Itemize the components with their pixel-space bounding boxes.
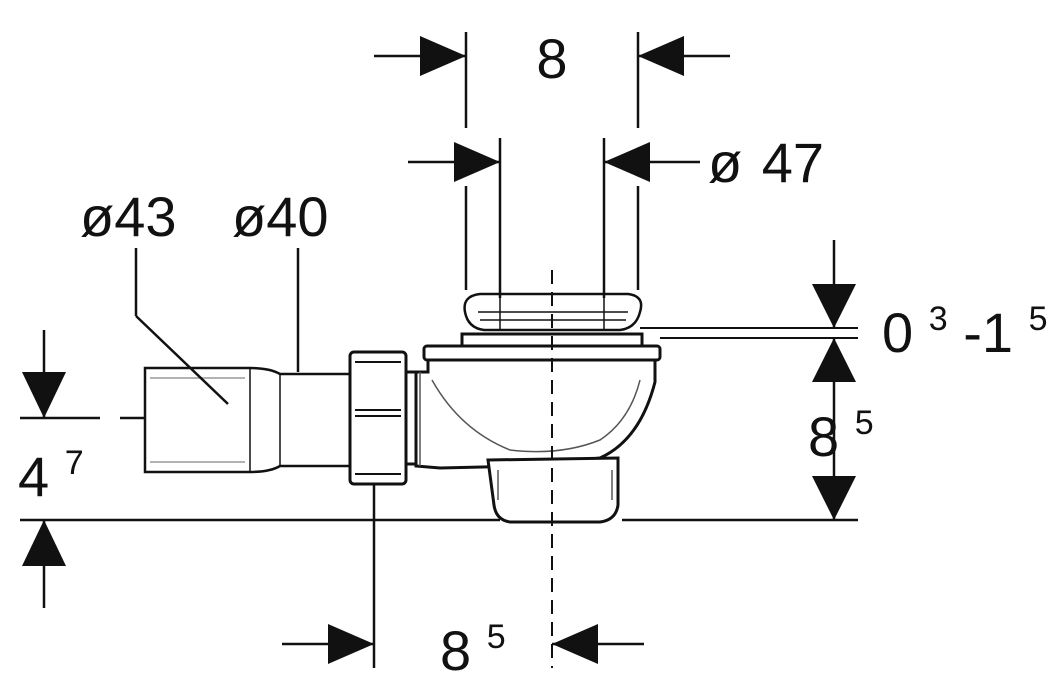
bottom-width-label: 8 5: [440, 618, 506, 682]
seal-range-base1: 0: [882, 301, 913, 364]
flange-diameter-label: ø 47: [708, 131, 824, 194]
left-height-base: 4: [18, 445, 49, 508]
right-height-label: 8 5: [808, 404, 874, 468]
grate-cover: [463, 292, 643, 332]
floor-lines: [640, 327, 858, 339]
seal-range-sup2: 5: [1029, 300, 1048, 338]
pipe-outer-diameter-label: ø43: [80, 185, 177, 248]
diameter-symbol: ø: [708, 131, 742, 194]
trap-body: [414, 356, 657, 524]
bottom-width-base: 8: [440, 619, 471, 682]
bottom-width-sup: 5: [487, 618, 506, 656]
seal-range-dash: -1: [963, 301, 1013, 364]
inlet-pipe: [143, 366, 352, 474]
left-height-label: 4 7: [18, 444, 84, 508]
flange-diameter-value: 47: [762, 131, 824, 194]
right-height-sup: 5: [855, 404, 874, 442]
top-width-label: 8: [536, 27, 567, 90]
pipe-inner-diameter-label: ø40: [232, 185, 329, 248]
arrowheads: [22, 36, 856, 664]
seal-range-sup1: 3: [929, 300, 948, 338]
right-height-base: 8: [808, 405, 839, 468]
trap-inner-lines: [419, 372, 641, 500]
left-height-sup: 7: [65, 444, 84, 482]
pipe-shading: [150, 377, 245, 463]
flange: [422, 332, 662, 362]
seal-range-label: 0 3 -1 5: [882, 279, 1047, 364]
union-nut: [348, 350, 418, 486]
